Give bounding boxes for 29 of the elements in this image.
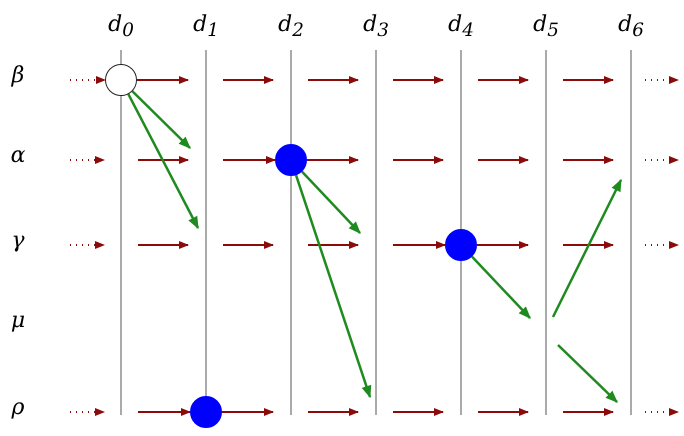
arrow	[301, 170, 361, 234]
row-label: β	[12, 64, 24, 88]
column-label: d$_{1}$	[193, 12, 219, 44]
filled-circle	[190, 396, 222, 428]
arrow	[307, 156, 359, 164]
arrow	[477, 241, 529, 249]
arrow	[132, 90, 191, 149]
arrow	[70, 76, 106, 84]
column-label: d$_{6}$	[618, 12, 644, 44]
column-label: d$_{4}$	[448, 12, 474, 44]
arrow	[471, 256, 531, 319]
column-label: d$_{0}$	[108, 12, 134, 44]
arrow	[294, 174, 372, 398]
arrow	[222, 408, 274, 416]
hollow-circle	[105, 64, 137, 96]
arrow	[138, 408, 191, 416]
column-label: d$_{3}$	[363, 12, 389, 44]
filled-circle	[445, 229, 477, 261]
filled-circle	[275, 144, 307, 176]
arrow	[127, 94, 200, 230]
row-label: μ	[10, 309, 26, 333]
column-label: d$_{5}$	[533, 12, 559, 44]
arrow	[223, 156, 276, 164]
row-label: α	[10, 144, 26, 168]
column-label: d$_{2}$	[278, 12, 304, 44]
row-label: ρ	[12, 396, 24, 420]
row-label: γ	[11, 229, 25, 253]
arrow	[393, 241, 446, 249]
arrow	[137, 76, 189, 84]
